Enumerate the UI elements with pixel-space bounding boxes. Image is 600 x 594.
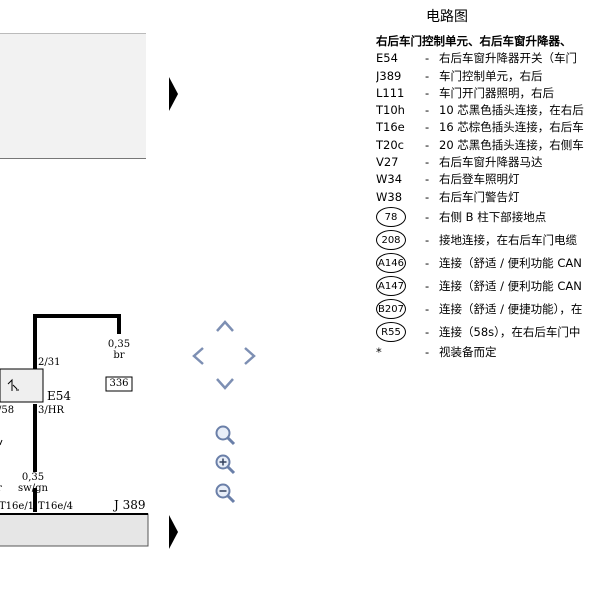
legend-code: E54 [376,51,398,66]
legend-code: V27 [376,155,399,170]
legend-code: T16e [376,120,405,135]
legend-code: W38 [376,189,403,204]
chevron-right-icon [244,347,256,365]
switch-symbol-icon [7,378,19,391]
legend-code: T10h [376,103,405,118]
wire-bottom-gauge: 0,35 [21,472,45,483]
legend-item: V27 - 右后车窗升降器马达 [376,154,600,171]
ground-point-circle: 78 [376,206,406,227]
legend-desc: 右后车门警告灯 [439,189,520,204]
legend-desc: 车门控制单元，右后 [439,68,543,83]
wire-top-gauge: 0,35 [107,339,131,350]
j389-component-label: J 389 [114,498,146,512]
legend-item: T20c - 20 芯黑色插头连接，右侧车 [376,137,600,154]
diagram-panel-top [0,33,146,159]
chevron-up-icon [216,320,234,332]
connection-circle: B207 [376,298,406,319]
legend-item-ground: 208 - 接地连接，在右后车门电缆 [376,229,600,252]
connector-336-box [105,376,133,392]
legend-item: W38 - 右后车门警告灯 [376,189,600,206]
legend-desc: 右侧 B 柱下部接地点 [439,209,547,224]
legend-item-connection: A146 - 连接（舒适 / 便利功能 CAN [376,252,600,275]
pin-2-31-label: 2/31 [38,357,61,368]
pan-up-button[interactable] [214,318,236,334]
legend-item-connection: A147 - 连接（舒适 / 便利功能 CAN [376,275,600,298]
legend-code: L111 [376,85,405,100]
legend-code: W34 [376,172,403,187]
legend-item-connection: B207 - 连接（舒适 / 便捷功能），在 [376,298,600,321]
connection-circle: A146 [376,252,406,273]
zoom-out-button[interactable] [214,482,236,504]
wire-top-br [33,314,121,369]
pin-t16e4-label: T16e/4 [38,501,74,512]
connector-336-label: 336 [109,378,129,389]
legend-item: T10h - 10 芯黑色插头连接，在右后 [376,102,600,119]
legend-desc: 连接（舒适 / 便利功能 CAN [439,278,582,293]
wire-top-color: br [113,350,125,361]
legend-code: J389 [376,68,402,83]
legend-item: W34 - 右后登车照明灯 [376,171,600,188]
next-page-arrow-bottom[interactable] [169,515,178,549]
pin-58-label: /58 [0,405,15,416]
pin-3-hr-label: 3/HR [38,405,64,416]
chevron-down-icon [216,378,234,390]
legend-code: T20c [376,137,404,152]
page-title: 电路图 [426,9,468,25]
legend-footnote: * - 视装备而定 [376,344,600,361]
ground-point-circle: 208 [376,229,406,250]
legend-desc: 右后车窗升降器开关（车门 [439,51,577,66]
legend-item: L111 - 车门开门器照明，右后 [376,85,600,102]
wire-bottom-color: sw/gn [18,483,48,494]
connection-circle: R55 [376,321,406,342]
legend-desc: 右后登车照明灯 [439,172,520,187]
wire-left-stub [0,439,3,446]
legend-heading: 右后车门控制单元、右后车窗升降器、 [376,34,572,48]
wiring-diagram [0,314,149,547]
legend-item: J389 - 车门控制单元，右后 [376,68,600,85]
connection-circle: A147 [376,275,406,296]
legend-desc: 16 芯棕色插头连接，右后车 [439,120,584,135]
e54-switch-box [0,368,44,403]
pan-right-button[interactable] [242,345,258,367]
legend-desc: 20 芯黑色插头连接，右侧车 [439,137,584,152]
pan-down-button[interactable] [214,376,236,392]
e54-component-label: E54 [47,389,72,403]
legend-desc: 右后车窗升降器马达 [439,155,543,170]
legend-desc: 连接（舒适 / 便捷功能），在 [439,301,583,316]
zoom-reset-button[interactable] [214,424,236,446]
zoom-in-button[interactable] [214,453,236,475]
legend-desc: 连接（舒适 / 便利功能 CAN [439,255,582,270]
legend-item: E54 - 右后车窗升降器开关（车门 [376,50,600,67]
j389-module-bar [0,513,149,547]
chevron-left-icon [192,347,204,365]
pan-left-button[interactable] [190,345,206,367]
legend-item-ground: 78 - 右侧 B 柱下部接地点 [376,206,600,229]
wire-left-color: r [0,483,2,494]
pin-t16e1-label: T16e/1 [0,501,35,512]
legend-desc: 10 芯黑色插头连接，在右后 [439,103,584,118]
zoom-icon [215,425,236,446]
legend-desc: 接地连接，在右后车门电缆 [439,232,577,247]
legend-desc: 车门开门器照明，右后 [439,85,554,100]
legend-desc: 视装备而定 [439,344,497,359]
legend-item: T16e - 16 芯棕色插头连接，右后车 [376,119,600,136]
zoom-in-icon [215,454,236,475]
component-legend: 右后车门控制单元、右后车窗升降器、 E54 - 右后车窗升降器开关（车门 J38… [376,33,600,361]
legend-desc: 连接（58s），在右后车门中 [439,324,581,339]
legend-item-connection: R55 - 连接（58s），在右后车门中 [376,321,600,344]
next-page-arrow-top[interactable] [169,77,178,111]
zoom-out-icon [215,483,236,504]
